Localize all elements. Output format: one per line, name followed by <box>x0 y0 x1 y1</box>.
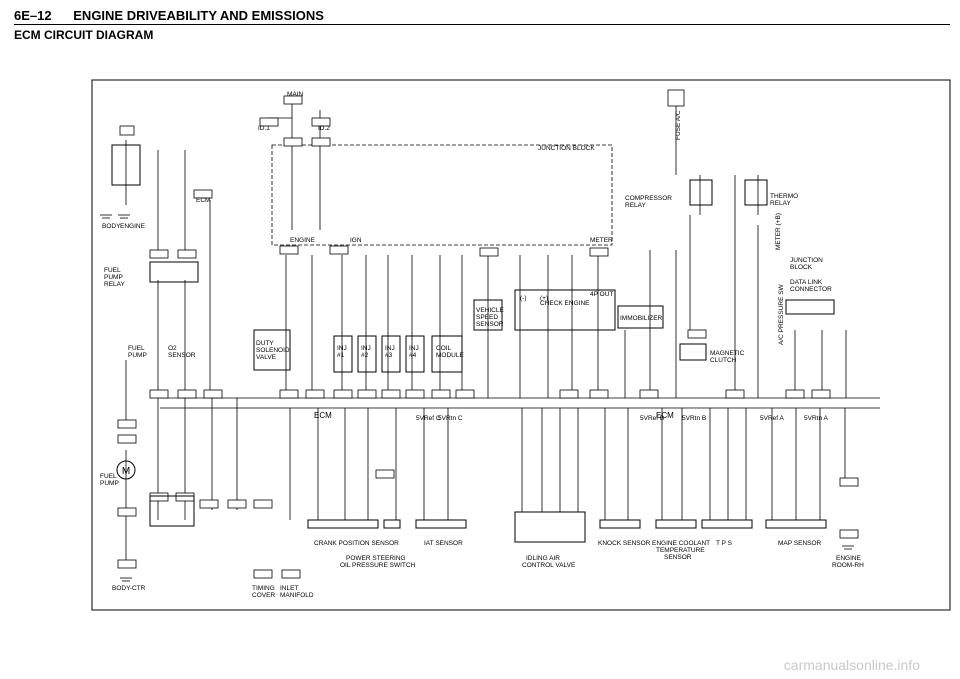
label-junction-block: JUNCTION BLOCK <box>538 145 595 152</box>
label-plus: (+) <box>540 295 548 302</box>
label-body: BODY <box>102 223 121 230</box>
motor-glyph: M <box>122 466 130 477</box>
label-5vref-a: 5VRef A <box>760 415 785 422</box>
label-minus: (-) <box>520 295 527 302</box>
watermark: carmanualsonline.info <box>783 657 920 673</box>
page-header: 6E–12 ENGINE DRIVEABILITY AND EMISSIONS <box>14 8 324 23</box>
label-5vref-b: 5VRef B <box>640 415 664 422</box>
label-ecm-right: ECM <box>656 411 674 420</box>
wires <box>125 100 880 560</box>
label-inj3: INJ#3 <box>385 345 395 359</box>
label-inj1: INJ#1 <box>337 345 347 359</box>
label-tps: T P S <box>716 540 733 547</box>
label-iat: IAT SENSOR <box>424 540 463 547</box>
label-knock: KNOCK SENSOR <box>598 540 651 547</box>
label-5vrtn-c: 5VRtn C <box>438 415 463 422</box>
label-crank-position: CRANK POSITION SENSOR <box>314 540 399 547</box>
label-ecm-main: ECM <box>314 411 332 420</box>
label-inj2: INJ#2 <box>361 345 371 359</box>
label-engine: ENGINE <box>290 237 316 244</box>
fuel-pump-motor-icon <box>116 460 136 480</box>
page-number: 6E–12 <box>14 8 52 23</box>
label-check-engine: CHECK ENGINE <box>540 300 590 307</box>
label-main: MAIN <box>287 91 304 98</box>
label-engine-gnd: ENGINE <box>120 223 146 230</box>
ground-icons <box>100 214 854 582</box>
label-id1: ID.1 <box>258 125 270 132</box>
label-5vrtn-b: 5VRtn B <box>682 415 706 422</box>
label-meter-b: METER (+B) <box>775 213 782 250</box>
page-title: ENGINE DRIVEABILITY AND EMISSIONS <box>73 8 324 23</box>
components <box>111 144 835 543</box>
label-4p-out: 4P OUT <box>590 291 613 298</box>
label-map: MAP SENSOR <box>778 540 822 547</box>
magnetic-clutch-icon <box>679 343 707 361</box>
label-id2: ID.2 <box>318 125 330 132</box>
diagram-frame <box>91 79 951 611</box>
diagram-title: ECM CIRCUIT DIAGRAM <box>14 28 154 42</box>
label-ac-pressure-sw: A/C PRESSURE SW <box>778 283 785 345</box>
label-ign: IGN <box>350 237 362 244</box>
label-immobilizer: IMMOBILIZER <box>620 315 663 322</box>
connectors <box>117 89 859 579</box>
label-5vref-c: 5VRef C <box>416 415 441 422</box>
label-inj4: INJ#4 <box>409 345 419 359</box>
labels: MAIN ID.1 ID.2 JUNCTION BLOCK ENGINE IGN… <box>100 91 864 599</box>
label-ecm-fuse: ECM <box>196 197 210 204</box>
label-body-ctr: BODY-CTR <box>112 585 146 592</box>
label-5vrtn-a: 5VRtn A <box>804 415 829 422</box>
header-rule <box>14 24 950 25</box>
label-fuse-ac: FUSE A/C <box>675 110 682 140</box>
label-meter: METER <box>590 237 613 244</box>
